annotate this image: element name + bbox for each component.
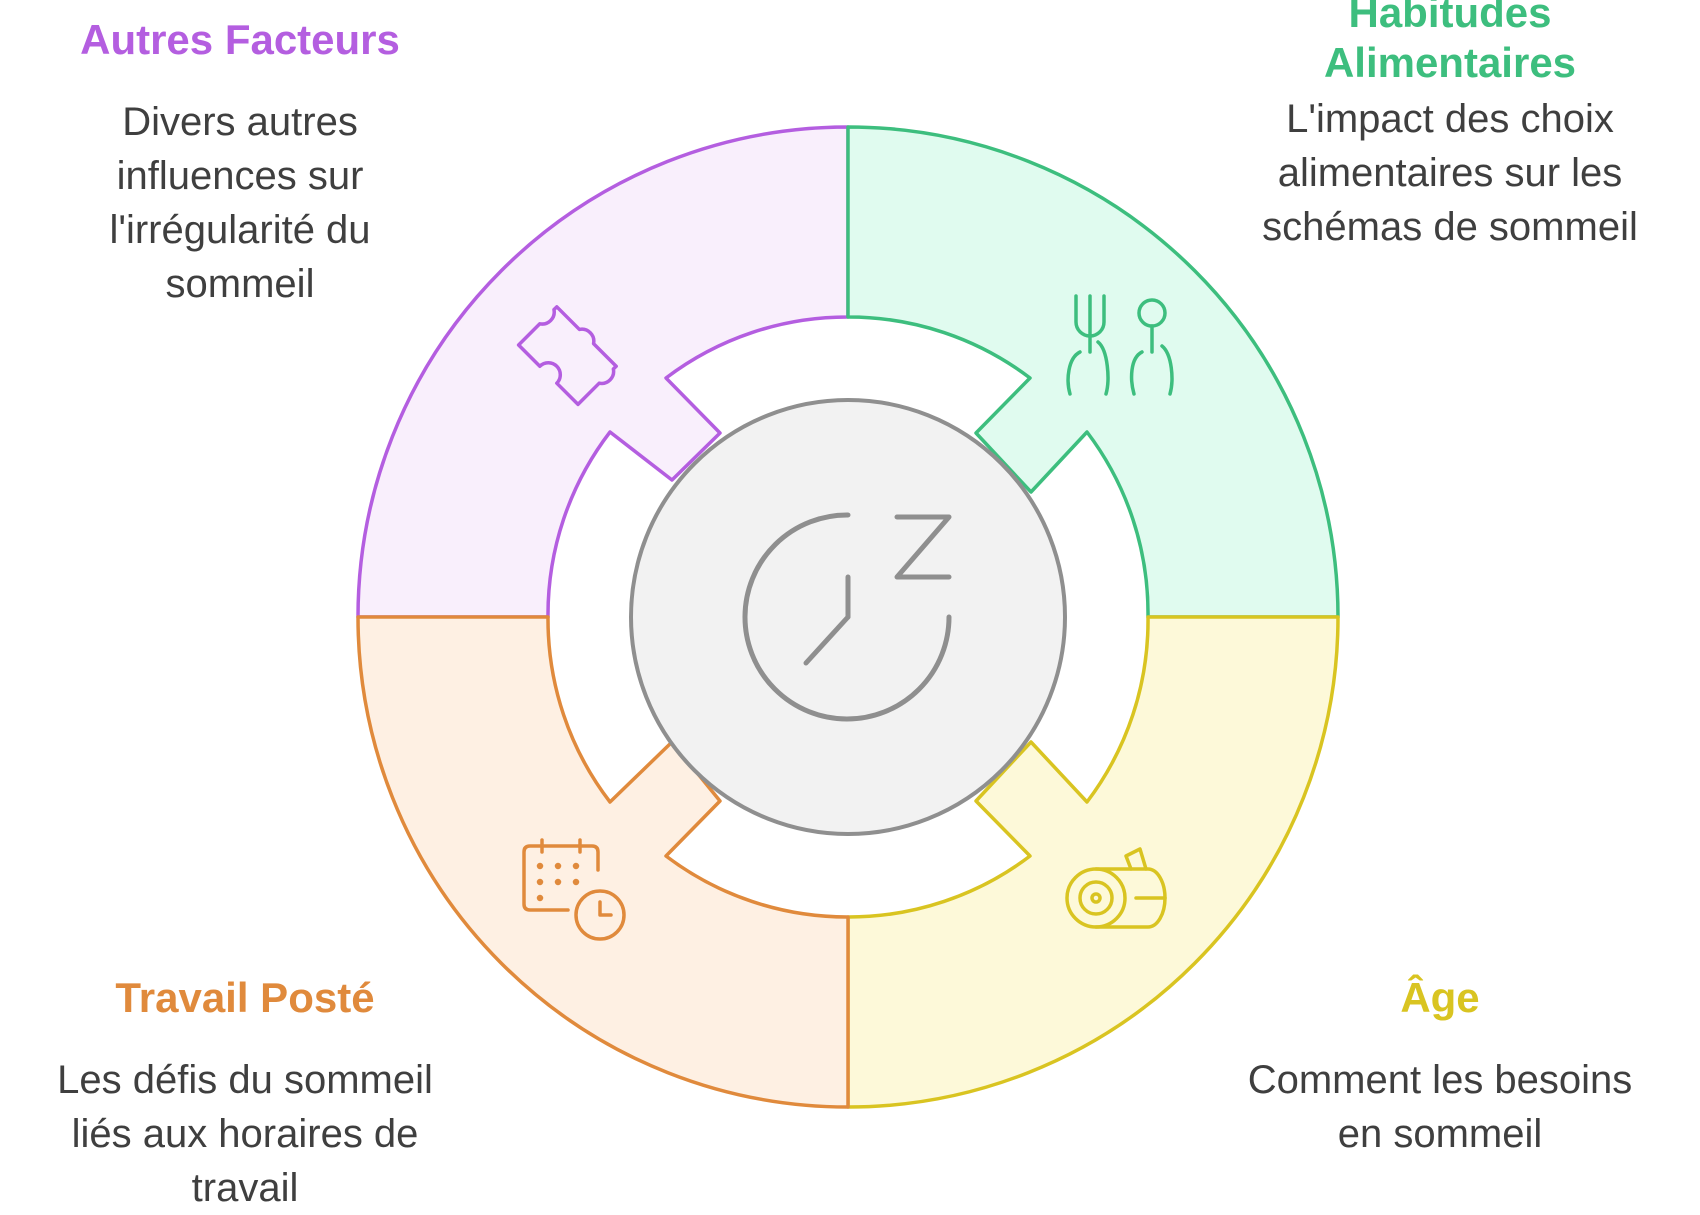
shift-work-description: Les défis du sommeil liés aux horaires d… [57,1058,433,1210]
tree-log-icon [1065,847,1167,929]
caption-age: Âge Comment les besoins en sommeil [1240,973,1640,1161]
age-title: Âge [1400,974,1480,1021]
other-factors-description: Divers autres influences sur l'irrégular… [109,100,371,306]
segment-other-factors [356,125,850,619]
segment-age [846,615,1340,1109]
puzzle-piece-icon [516,305,618,407]
other-factors-title: Autres Facteurs [80,16,400,63]
caption-shift-work: Travail Posté Les défis du sommeil liés … [40,973,450,1215]
segment-food-habits [846,125,1340,619]
fork-and-spoon-icon [1066,294,1174,396]
shift-work-title: Travail Posté [115,974,375,1021]
caption-other-factors: Autres Facteurs Divers autres influences… [40,15,440,311]
age-description: Comment les besoins en sommeil [1247,1058,1633,1156]
caption-food-habits: Habitudes Alimentaires L'impact des choi… [1240,0,1660,254]
calendar-clock-icon [522,838,626,941]
sleep-clock-icon [742,512,952,722]
segment-shift-work [356,615,850,1109]
food-habits-title: Habitudes Alimentaires [1323,0,1577,86]
food-habits-description: L'impact des choix alimentaires sur les … [1262,97,1638,249]
